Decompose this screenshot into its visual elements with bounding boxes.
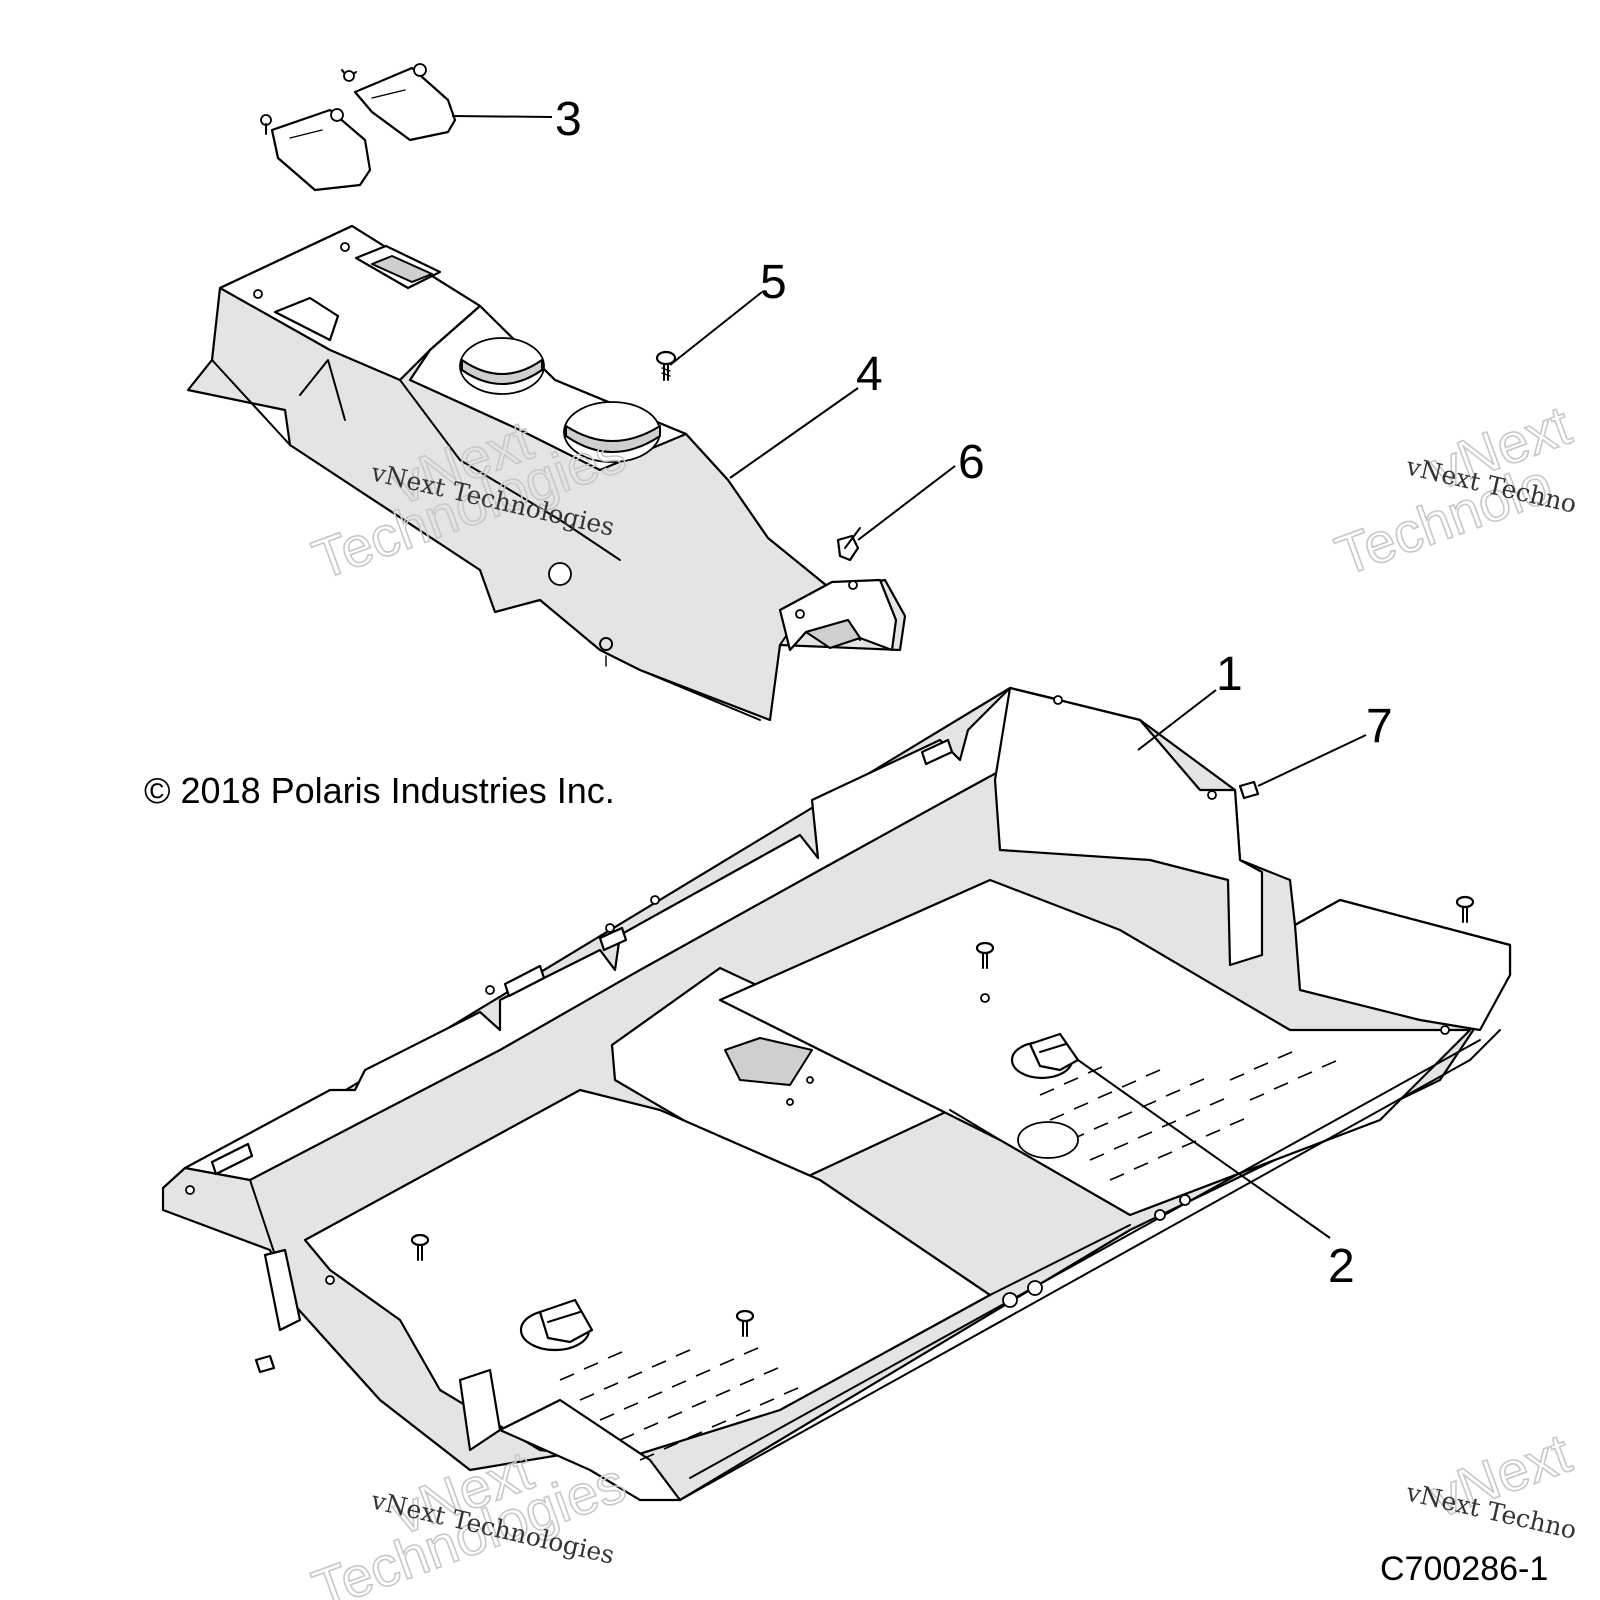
- callout-3: 3: [555, 93, 582, 146]
- leader-5: [669, 291, 763, 366]
- callout-2: 2: [1328, 1240, 1355, 1293]
- callout-4: 4: [856, 348, 883, 401]
- leader-2: [1077, 1059, 1331, 1239]
- leader-4: [729, 387, 859, 479]
- leader-1: [1137, 689, 1217, 751]
- copyright-notice: © 2018 Polaris Industries Inc.: [144, 770, 615, 811]
- left-floor-slots: [559, 1347, 799, 1461]
- leader-6: [857, 465, 956, 541]
- reference-code: C700286-1: [1380, 1550, 1548, 1588]
- part-7-clip-nut: [254, 780, 1260, 1374]
- leader-3: [451, 115, 553, 118]
- part-3-dome-lights: [260, 63, 457, 192]
- leader-lines: [451, 115, 1367, 1239]
- part-6-push-rivet: [836, 527, 861, 562]
- watermark-lower-left: vNext Technologies vNext Technologies: [304, 1437, 634, 1600]
- watermark-upper-right: vNext Technolo vNext Techno: [1327, 392, 1580, 588]
- part-5-screw: [655, 350, 677, 381]
- part-1-floor-pan: [161, 686, 1512, 1502]
- callout-7: 7: [1366, 700, 1393, 753]
- part-2-tie-down-anchors: [519, 1032, 1080, 1352]
- floor-screws: [410, 895, 1475, 1337]
- callout-5: 5: [760, 256, 787, 309]
- leader-7: [1257, 734, 1367, 787]
- part-4-center-console: [186, 224, 907, 722]
- watermark-lower-right: vNext vNext Techno: [1403, 1420, 1580, 1545]
- callout-1: 1: [1216, 648, 1243, 701]
- callout-6: 6: [958, 436, 985, 489]
